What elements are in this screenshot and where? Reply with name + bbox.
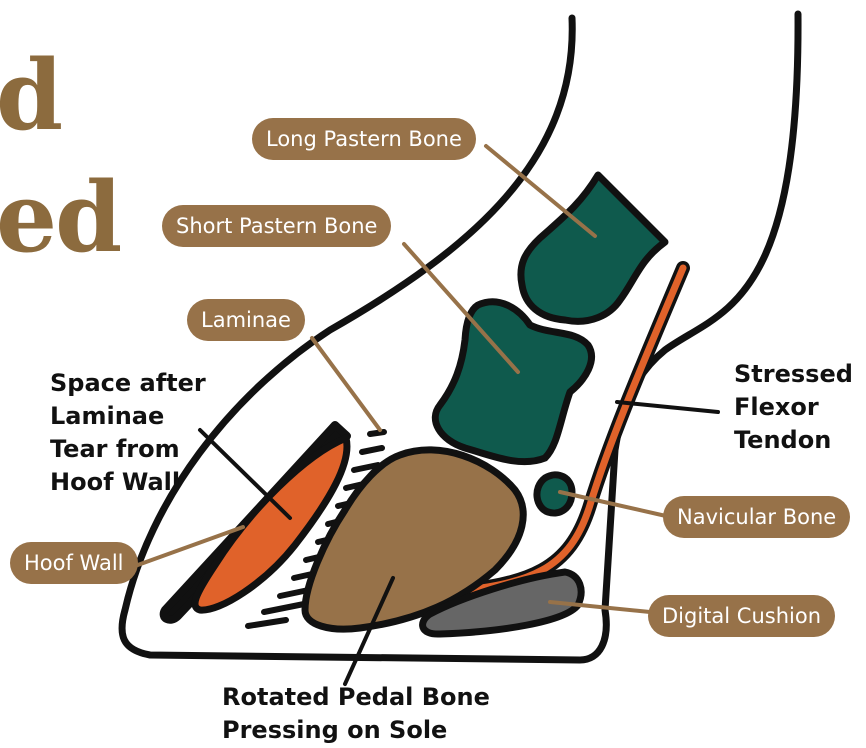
leader-space-after-tear — [200, 430, 290, 518]
annotation-line: Laminae — [50, 400, 206, 433]
short-pastern-bone — [435, 302, 591, 462]
annotation-space-after-tear: Space after Laminae Tear from Hoof Wall — [50, 367, 206, 499]
label-hoof-wall: Hoof Wall — [10, 542, 138, 584]
label-laminae: Laminae — [187, 299, 305, 341]
label-short-pastern-bone: Short Pastern Bone — [162, 205, 391, 247]
annotation-rotated-pedal-bone: Rotated Pedal Bone Pressing on Sole — [222, 681, 490, 747]
annotation-line: Tendon — [734, 424, 853, 457]
annotation-line: Rotated Pedal Bone — [222, 681, 490, 714]
label-long-pastern-bone: Long Pastern Bone — [252, 118, 476, 160]
annotation-line: Tear from — [50, 433, 206, 466]
annotation-line: Stressed — [734, 358, 853, 391]
leader-long-pastern — [486, 146, 595, 236]
long-pastern-bone — [521, 175, 665, 321]
annotation-line: Hoof Wall — [50, 466, 206, 499]
annotation-stressed-tendon: Stressed Flexor Tendon — [734, 358, 853, 457]
annotation-line: Flexor — [734, 391, 853, 424]
label-digital-cushion: Digital Cushion — [648, 595, 835, 637]
label-navicular-bone: Navicular Bone — [663, 496, 850, 538]
annotation-line: Pressing on Sole — [222, 714, 490, 747]
annotation-line: Space after — [50, 367, 206, 400]
leader-laminae — [312, 338, 380, 430]
